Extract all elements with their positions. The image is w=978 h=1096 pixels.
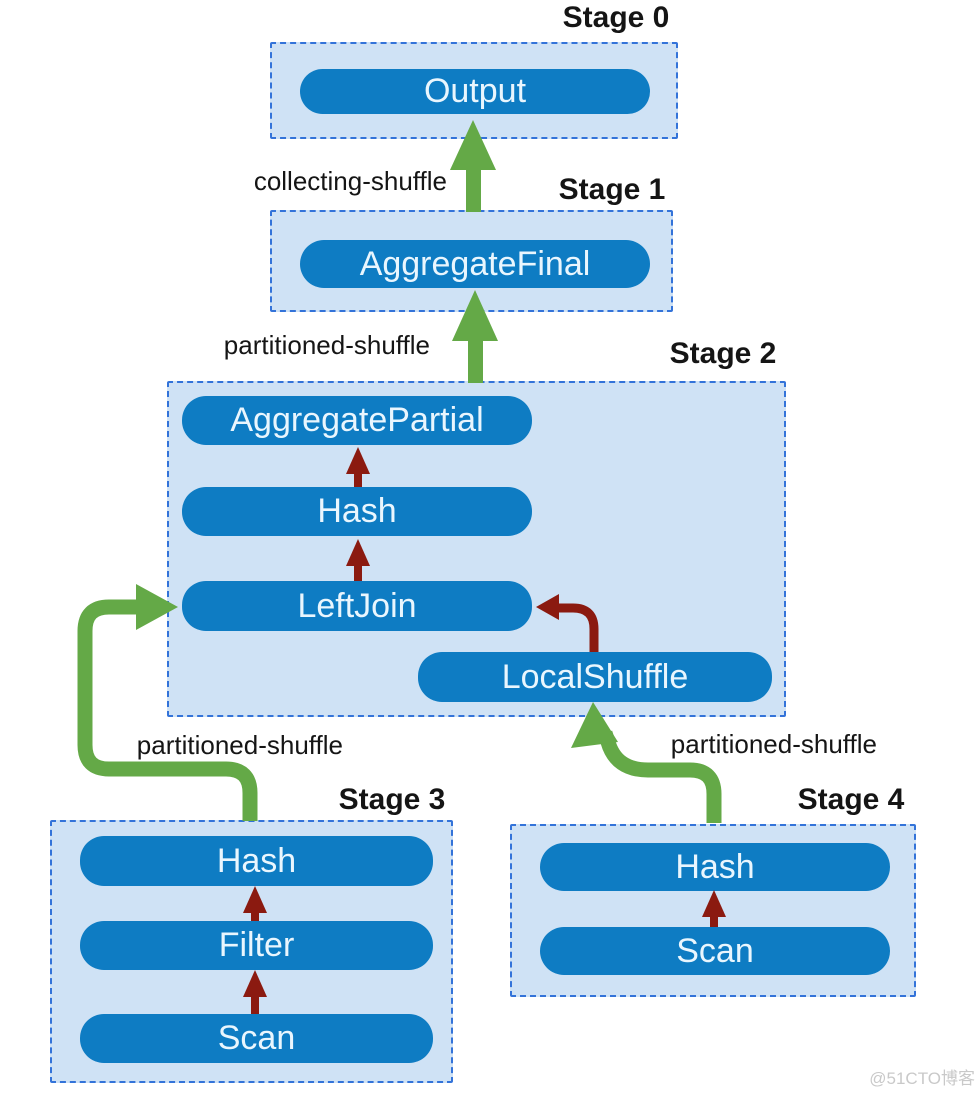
- edge-label-partitioned-shuffle-1: partitioned-shuffle: [223, 330, 430, 360]
- node-hash-stage4: Hash: [540, 843, 890, 891]
- node-filter: Filter: [80, 921, 433, 970]
- stage-4-label: Stage 4: [797, 783, 905, 816]
- stage-2-label: Stage 2: [669, 337, 777, 370]
- edge-label-partitioned-shuffle-2: partitioned-shuffle: [136, 730, 343, 760]
- node-hash-stage3: Hash: [80, 836, 433, 886]
- stage-1-label: Stage 1: [558, 173, 666, 206]
- edge-label-partitioned-shuffle-3: partitioned-shuffle: [670, 729, 877, 759]
- node-aggregatepartial: AggregatePartial: [182, 396, 532, 445]
- stage-0-label: Stage 0: [562, 1, 670, 34]
- stage-3-label: Stage 3: [338, 783, 446, 816]
- node-aggregatefinal: AggregateFinal: [300, 240, 650, 288]
- watermark: @51CTO博客: [869, 1069, 975, 1088]
- edge-label-collecting-shuffle: collecting-shuffle: [253, 166, 447, 196]
- node-leftjoin: LeftJoin: [182, 581, 532, 631]
- node-hash-stage2: Hash: [182, 487, 532, 536]
- node-scan-stage4: Scan: [540, 927, 890, 975]
- node-scan-stage3: Scan: [80, 1014, 433, 1063]
- node-output: Output: [300, 69, 650, 114]
- green-arrow-partitioned-shuffle-stage4-icon: [571, 702, 722, 823]
- node-localshuffle: LocalShuffle: [418, 652, 772, 702]
